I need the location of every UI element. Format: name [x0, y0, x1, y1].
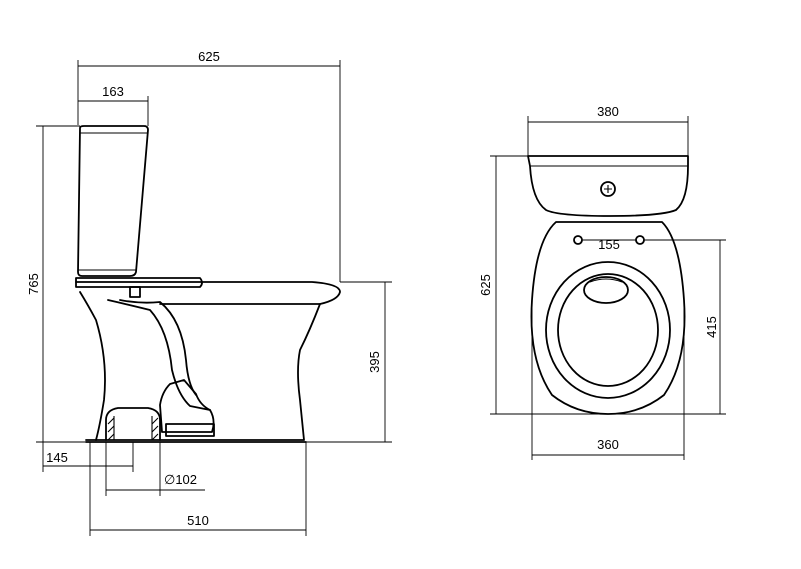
dim-bolt-spacing: 155: [598, 237, 620, 252]
outlet-pipe: [105, 407, 161, 441]
tank-top-outline: [527, 155, 689, 217]
water-spot: [583, 276, 629, 304]
bowl-front: [79, 291, 106, 441]
bowl-opening: [557, 273, 659, 387]
side-view: [75, 125, 341, 443]
dim-seat-height: 395: [367, 351, 382, 373]
dim-overall-width: 625: [198, 49, 220, 64]
dim-tank-depth: 163: [102, 84, 124, 99]
bowl-rim: [75, 281, 341, 305]
top-dimensions: 380 625 155 415 360: [478, 104, 726, 460]
dim-bowl-width: 360: [597, 437, 619, 452]
dim-overall-length: 625: [478, 274, 493, 296]
outlet-hatch: [107, 417, 159, 441]
dim-base-length: 510: [187, 513, 209, 528]
seat-ring: [545, 261, 671, 399]
dim-outlet-diameter: ∅102: [164, 472, 197, 487]
water-spot-inner: [589, 278, 623, 283]
dim-outlet-offset: 145: [46, 450, 68, 465]
connection-bolt: [129, 286, 141, 298]
flush-button-mark: [604, 185, 612, 193]
side-dimensions: 625 163 765 395 145 ∅102 510: [26, 49, 392, 536]
dim-tank-width: 380: [597, 104, 619, 119]
connection-plate: [75, 277, 203, 288]
top-view: [527, 155, 689, 415]
tank-outline: [77, 125, 149, 277]
trapway-inner: [119, 299, 197, 396]
flush-button: [600, 181, 616, 197]
seat-bolt-left: [573, 235, 583, 245]
seat-bolt-right: [635, 235, 645, 245]
bowl-body: [85, 303, 321, 441]
trapway-outer: [107, 299, 211, 411]
dim-total-height: 765: [26, 273, 41, 295]
siphon-block: [165, 423, 215, 437]
dim-bowl-length: 415: [704, 316, 719, 338]
